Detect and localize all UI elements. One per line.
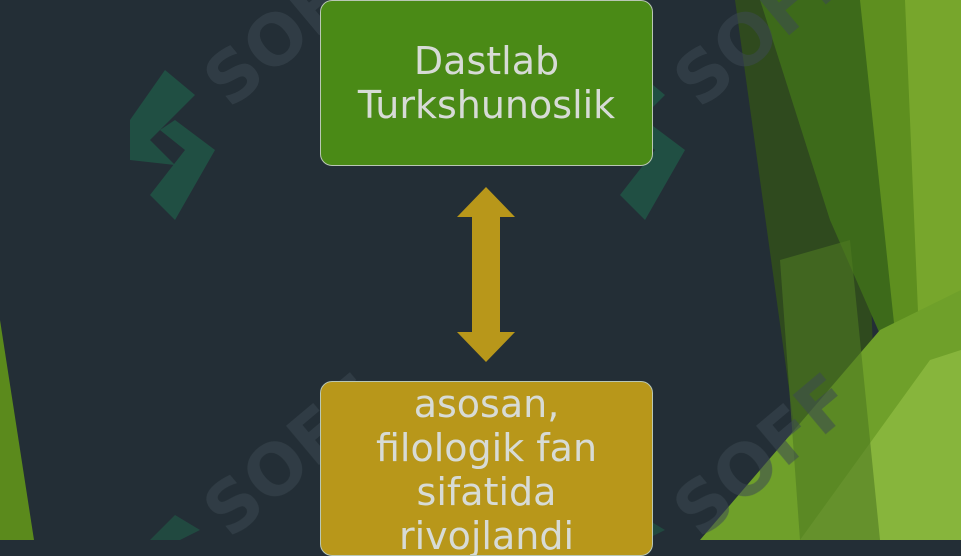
top-box-line-2: Turkshunoslik [357, 83, 616, 127]
bottom-box: asosan, filologik fan sifatida rivojland… [320, 381, 653, 556]
bottom-box-line-4: rivojlandi [398, 514, 575, 556]
bottom-box-line-3: sifatida [416, 470, 557, 514]
top-box-line-1: Dastlab [413, 39, 560, 83]
watermark-logo-1 [130, 70, 215, 220]
double-arrow-icon [457, 187, 515, 362]
bottom-box-line-1: asosan, [413, 382, 560, 426]
right-decor-shape-1 [760, 0, 900, 380]
top-box: Dastlab Turkshunoslik [320, 0, 653, 166]
slide-background: SOFF SOFF SOFF SOFF [0, 0, 961, 540]
bottom-box-line-2: filologik fan [375, 426, 598, 470]
watermark-logo-3 [150, 515, 200, 540]
right-decor-shape-3 [905, 0, 961, 360]
right-decor-shape-6 [780, 240, 880, 540]
left-decor-shape [0, 320, 34, 540]
